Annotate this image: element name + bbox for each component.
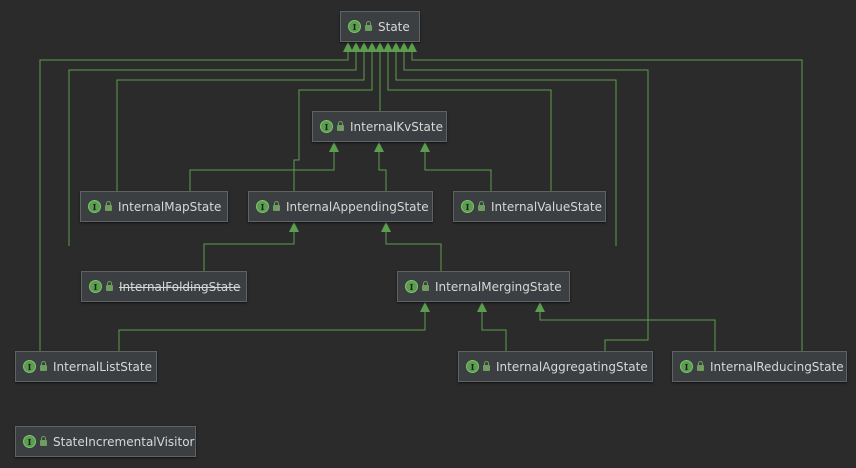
edge-internal-merging-state-to-internal-appending-state bbox=[381, 222, 442, 271]
node-label: InternalFoldingState bbox=[119, 279, 241, 294]
inheritance-arrowhead bbox=[383, 42, 393, 52]
edge-line bbox=[189, 151, 335, 191]
interface-icon: I bbox=[89, 280, 102, 293]
edge-internal-merging-state-to-state bbox=[391, 42, 617, 246]
node-internal-aggregating-state[interactable]: I InternalAggregatingState bbox=[458, 351, 653, 382]
inheritance-arrowhead bbox=[381, 222, 391, 232]
edge-internal-list-state-to-internal-merging-state bbox=[118, 302, 430, 351]
inheritance-arrowhead bbox=[289, 222, 299, 232]
node-label: InternalAppendingState bbox=[286, 199, 429, 214]
interface-icon: I bbox=[348, 20, 361, 33]
interface-icon: I bbox=[405, 280, 418, 293]
edge-internal-map-state-to-state bbox=[116, 42, 369, 191]
interface-icon: I bbox=[88, 200, 101, 213]
node-label: InternalReducingState bbox=[710, 359, 844, 374]
interface-icon: I bbox=[256, 200, 269, 213]
edge-line bbox=[387, 51, 552, 191]
interface-icon: I bbox=[23, 360, 36, 373]
inheritance-arrowhead bbox=[375, 42, 385, 52]
node-label: InternalKvState bbox=[350, 119, 443, 134]
edge-internal-map-state-to-internal-kv-state bbox=[189, 142, 339, 191]
edge-internal-list-state-to-state bbox=[39, 42, 353, 351]
lock-icon bbox=[106, 281, 113, 291]
interface-icon: I bbox=[461, 200, 474, 213]
node-label: InternalAggregatingState bbox=[496, 359, 648, 374]
edge-line bbox=[539, 311, 716, 351]
node-label: State bbox=[378, 19, 410, 34]
edge-internal-value-state-to-state bbox=[383, 42, 552, 191]
node-internal-value-state[interactable]: I InternalValueState bbox=[453, 191, 606, 222]
inheritance-arrowhead bbox=[407, 42, 417, 52]
inheritance-arrowhead bbox=[535, 302, 545, 312]
edge-line bbox=[385, 231, 442, 271]
inheritance-arrowhead bbox=[343, 42, 353, 52]
edge-line bbox=[411, 51, 803, 351]
edge-internal-reducing-state-to-internal-merging-state bbox=[535, 302, 716, 351]
lock-icon bbox=[365, 21, 372, 31]
interface-icon: I bbox=[23, 435, 36, 448]
edge-line bbox=[68, 51, 357, 246]
inheritance-arrowhead bbox=[351, 42, 361, 52]
inheritance-arrowhead bbox=[399, 42, 409, 52]
node-label: StateIncrementalVisitor bbox=[53, 434, 195, 449]
inheritance-arrowhead bbox=[391, 42, 401, 52]
edge-line bbox=[481, 311, 507, 351]
edge-internal-reducing-state-to-state bbox=[407, 42, 803, 351]
edge-internal-folding-state-to-internal-appending-state bbox=[203, 222, 299, 271]
interface-icon: I bbox=[320, 120, 333, 133]
node-internal-list-state[interactable]: I InternalListState bbox=[15, 351, 157, 382]
inheritance-arrowhead bbox=[359, 42, 369, 52]
edge-line bbox=[395, 51, 617, 246]
node-state-incremental-visitor[interactable]: I StateIncrementalVisitor bbox=[15, 426, 196, 457]
inheritance-arrowhead bbox=[420, 302, 430, 312]
node-internal-appending-state[interactable]: I InternalAppendingState bbox=[248, 191, 433, 222]
lock-icon bbox=[478, 201, 485, 211]
edge-line bbox=[118, 311, 426, 351]
edge-line bbox=[378, 151, 387, 191]
edge-internal-appending-state-to-state bbox=[293, 42, 377, 191]
node-internal-map-state[interactable]: I InternalMapState bbox=[80, 191, 228, 222]
edge-line bbox=[203, 231, 295, 271]
inheritance-arrowhead bbox=[420, 142, 430, 152]
lock-icon bbox=[40, 361, 47, 371]
inheritance-arrowhead bbox=[477, 302, 487, 312]
lock-icon bbox=[273, 201, 280, 211]
node-internal-merging-state[interactable]: I InternalMergingState bbox=[397, 271, 570, 302]
inheritance-arrowhead bbox=[367, 42, 377, 52]
interface-icon: I bbox=[680, 360, 693, 373]
lock-icon bbox=[483, 361, 490, 371]
edge-line bbox=[424, 151, 492, 191]
edge-internal-kv-state-to-state bbox=[375, 42, 385, 111]
node-internal-reducing-state[interactable]: I InternalReducingState bbox=[672, 351, 847, 382]
node-state[interactable]: I State bbox=[340, 11, 420, 42]
lock-icon bbox=[40, 436, 47, 446]
lock-icon bbox=[105, 201, 112, 211]
lock-icon bbox=[697, 361, 704, 371]
node-internal-kv-state[interactable]: I InternalKvState bbox=[312, 111, 447, 142]
interface-icon: I bbox=[466, 360, 479, 373]
edge-internal-aggregating-state-to-internal-merging-state bbox=[477, 302, 507, 351]
edge-line bbox=[116, 51, 365, 191]
lock-icon bbox=[337, 121, 344, 131]
node-internal-folding-state[interactable]: I InternalFoldingState bbox=[81, 271, 247, 302]
lock-icon bbox=[422, 281, 429, 291]
node-label: InternalMergingState bbox=[435, 279, 562, 294]
edge-internal-value-state-to-internal-kv-state bbox=[420, 142, 492, 191]
edge-line bbox=[293, 51, 373, 191]
inheritance-arrowhead bbox=[374, 142, 384, 152]
node-label: InternalListState bbox=[53, 359, 152, 374]
edge-line bbox=[39, 51, 349, 351]
node-label: InternalMapState bbox=[118, 199, 222, 214]
edge-internal-folding-state-to-state bbox=[68, 42, 361, 246]
node-label: InternalValueState bbox=[491, 199, 602, 214]
inheritance-arrowhead bbox=[329, 142, 339, 152]
edge-line bbox=[403, 51, 649, 351]
edge-internal-aggregating-state-to-state bbox=[399, 42, 649, 351]
edge-internal-appending-state-to-internal-kv-state bbox=[374, 142, 387, 191]
